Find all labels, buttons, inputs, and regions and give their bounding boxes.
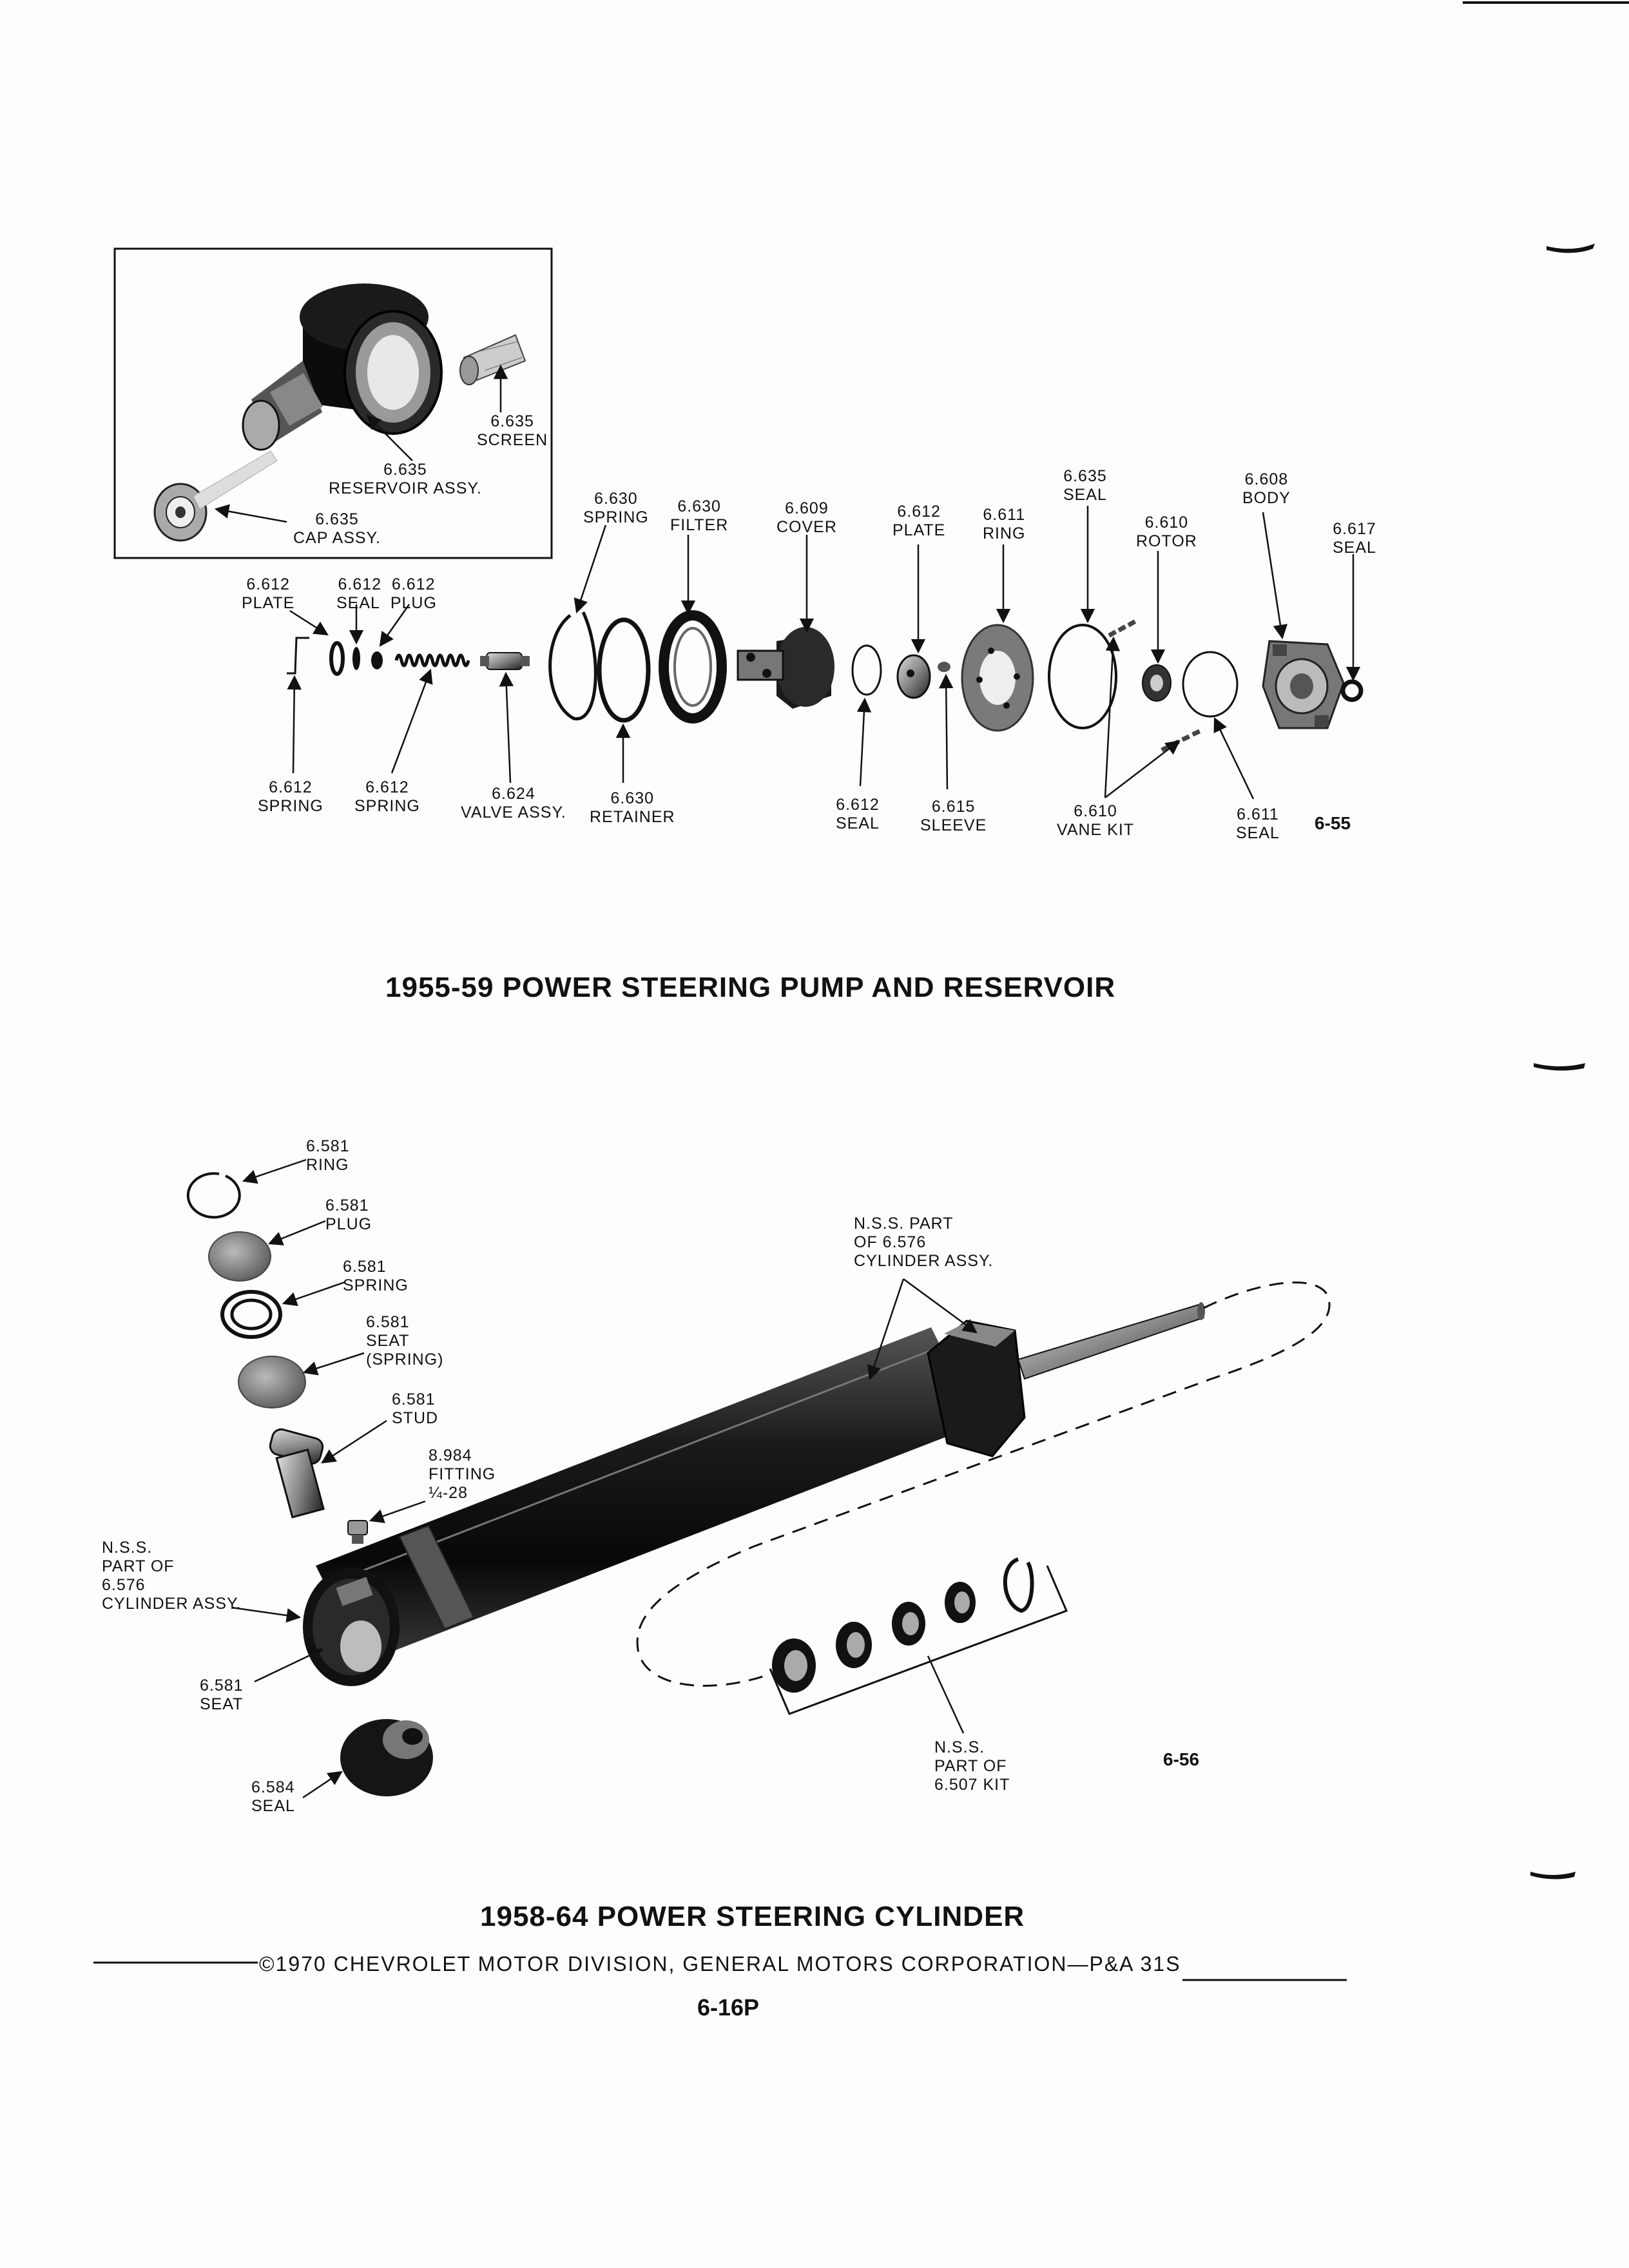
seal-584-drawing <box>340 1719 433 1796</box>
fitting-984-drawing <box>347 1520 368 1544</box>
pump-section-title: 1955-59 POWER STEERING PUMP AND RESERVOI… <box>385 972 1116 1003</box>
figure-id-6-55: 6-55 <box>1315 813 1351 833</box>
callout-seal-plug-612: 6.612 6.612 SEAL PLUG <box>336 575 437 612</box>
cylinder-section-title: 1958-64 POWER STEERING CYLINDER <box>480 1901 1025 1932</box>
seal-kit-507-drawing <box>769 1557 1068 1715</box>
spring-581-drawing <box>220 1290 282 1339</box>
retainer-630-drawing <box>597 617 651 723</box>
valve-assy-drawing <box>480 652 530 670</box>
page-number: 6-16P <box>697 1994 760 2021</box>
spring-612-drawing <box>394 653 470 668</box>
edge-mark <box>1534 1063 1585 1071</box>
plug-612-drawing <box>371 651 383 669</box>
plug-581-drawing <box>208 1231 271 1282</box>
plate-612-right-drawing <box>896 654 950 699</box>
reservoir-assy-drawing <box>242 284 443 451</box>
seal-612-ring-drawing <box>851 644 882 696</box>
stud-581-drawing <box>269 1428 325 1519</box>
cover-609-drawing <box>737 627 834 709</box>
power-steering-cylinder-drawing <box>303 1302 1205 1686</box>
spring-630-drawing <box>548 611 597 720</box>
seat-spring-581-drawing <box>238 1356 306 1408</box>
seal-611-ring-drawing <box>1182 651 1239 718</box>
reservoir-inset-box <box>113 247 553 559</box>
screen-drawing <box>459 334 526 385</box>
seal-635-ring-drawing <box>1048 624 1117 729</box>
edge-mark <box>1530 1872 1576 1879</box>
plate-612-drawing <box>287 637 309 675</box>
explode-path-dashed <box>636 1281 1331 1687</box>
rotor-610-drawing <box>1142 664 1171 702</box>
copyright-line: ©1970 CHEVROLET MOTOR DIVISION, GENERAL … <box>259 1952 1181 1975</box>
filter-630-drawing <box>659 610 727 724</box>
seal-612-drawing <box>352 647 360 670</box>
edge-mark <box>1547 244 1595 253</box>
seal-612-drawing <box>329 641 345 676</box>
ring-611-drawing <box>961 624 1034 732</box>
seal-617-drawing <box>1340 679 1364 702</box>
cap-assy-drawing <box>153 450 278 542</box>
body-608-drawing <box>1262 640 1345 729</box>
ring-581-drawing <box>186 1172 241 1219</box>
figure-id-6-56: 6-56 <box>1163 1749 1200 1769</box>
